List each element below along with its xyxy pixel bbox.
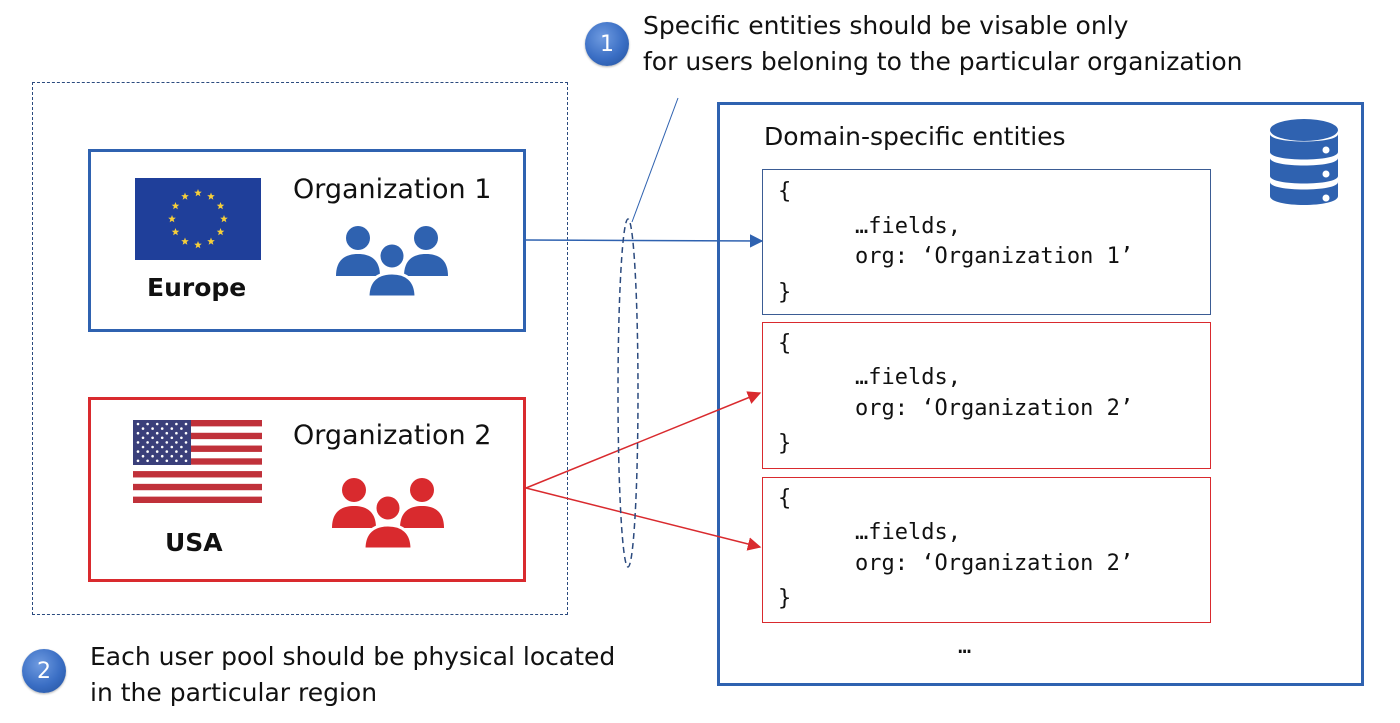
note-2-line-1: Each user pool should be physical locate… xyxy=(90,642,616,671)
note-1-line-1: Specific entities should be visable only xyxy=(643,11,1129,40)
entity-fields: …fields, xyxy=(855,520,961,545)
entity-card xyxy=(762,322,1211,469)
org2-to-entity-arrow xyxy=(525,391,762,489)
step-1-badge: 1 xyxy=(585,22,629,66)
database-icon xyxy=(1268,118,1340,208)
entity-fields: …fields, xyxy=(855,365,961,390)
org1-box xyxy=(88,149,526,332)
step-2-badge: 2 xyxy=(22,649,66,693)
entity-fields: …fields, xyxy=(855,214,961,239)
entity-org: org: ‘Organization 2’ xyxy=(855,396,1134,421)
org1-to-entity-arrow xyxy=(525,234,764,248)
users-icon xyxy=(329,474,447,551)
entity-open-brace: { xyxy=(778,486,792,511)
isolation-boundary-ellipse xyxy=(617,218,639,568)
entity-close-brace: } xyxy=(778,431,792,456)
domain-entities-box xyxy=(717,102,1364,686)
org2-title: Organization 2 xyxy=(293,420,492,451)
eu-flag-icon xyxy=(135,178,261,260)
domain-title: Domain-specific entities xyxy=(764,122,1066,151)
entity-open-brace: { xyxy=(778,331,792,356)
note-1-line-2: for users beloning to the particular org… xyxy=(643,47,1243,76)
entity-close-brace: } xyxy=(778,586,792,611)
region-label-usa: USA xyxy=(165,528,223,557)
entity-card xyxy=(762,169,1211,315)
entity-org: org: ‘Organization 1’ xyxy=(855,244,1134,269)
callout-line xyxy=(631,97,679,223)
region-label-europe: Europe xyxy=(147,273,247,302)
more-entities-ellipsis: … xyxy=(958,634,972,659)
entity-org: org: ‘Organization 2’ xyxy=(855,551,1134,576)
us-flag-icon xyxy=(133,420,262,503)
users-icon xyxy=(333,222,451,299)
note-2-line-2: in the particular region xyxy=(90,678,378,707)
entity-close-brace: } xyxy=(778,280,792,305)
region-group xyxy=(32,82,568,615)
org1-title: Organization 1 xyxy=(293,174,492,205)
org2-box xyxy=(88,397,526,582)
entity-card xyxy=(762,477,1211,623)
entity-open-brace: { xyxy=(778,179,792,204)
org2-to-entity-arrow xyxy=(525,487,762,551)
